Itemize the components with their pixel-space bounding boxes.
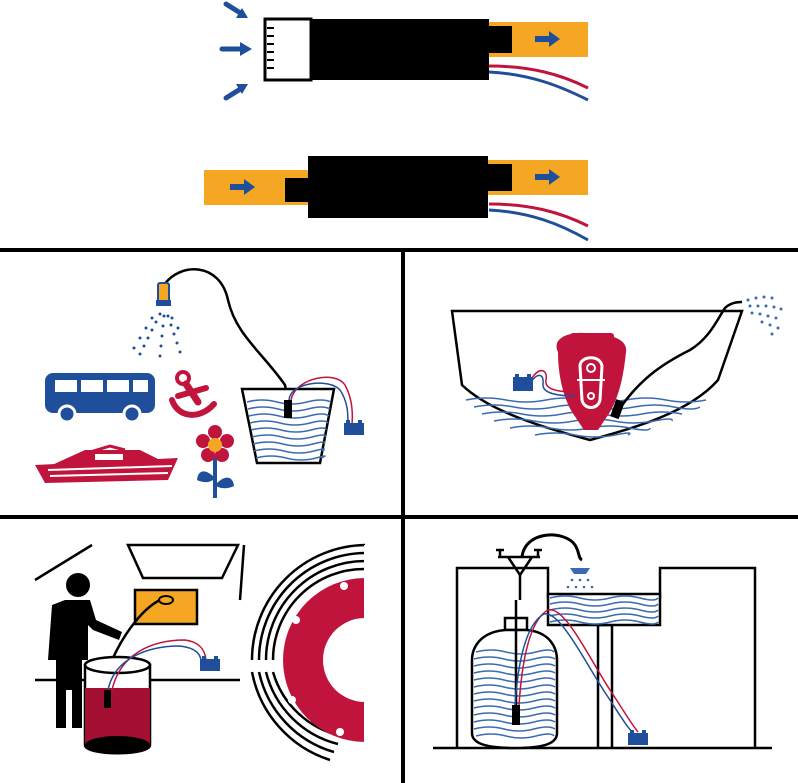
flow-arrow (230, 169, 560, 195)
panel-bilge (450, 295, 783, 442)
boat-icon (35, 444, 178, 483)
hose (618, 300, 743, 409)
spray-dots (746, 295, 783, 336)
pump-body (308, 156, 488, 218)
battery-icon (344, 420, 364, 435)
wire-blue (488, 70, 589, 102)
battery-icon (200, 656, 220, 671)
hose (520, 533, 583, 562)
flywheel (250, 543, 366, 762)
cabinet (433, 566, 772, 750)
spray-dots (132, 312, 182, 358)
faucet (496, 548, 542, 600)
pump-with-strainer (219, 1, 589, 102)
water-jug (470, 600, 559, 750)
battery-icon (513, 374, 533, 391)
hose (162, 268, 290, 401)
panel-dividers (0, 248, 798, 783)
water-bucket (240, 387, 336, 465)
flow-arrow (535, 31, 560, 47)
wire-red (488, 64, 589, 90)
flower-icon (196, 425, 234, 498)
panel-spray (35, 268, 364, 498)
sink-basin (546, 592, 662, 627)
oil-bucket (83, 655, 152, 755)
spray-outlet (566, 568, 594, 589)
wire-blue (488, 208, 589, 242)
anchor-icon (169, 370, 217, 418)
spray-nozzle-icon (156, 282, 171, 306)
battery-icon (628, 730, 648, 745)
panel-tank-transfer (433, 533, 772, 750)
outboard-engine (556, 332, 627, 430)
panel-engine-oil (34, 543, 366, 762)
inflow-arrows (219, 1, 252, 101)
wire-red (488, 202, 589, 228)
bus-icon (45, 373, 155, 424)
pump-body (311, 19, 489, 80)
person-figure (48, 573, 122, 728)
pump-with-hoses (204, 156, 589, 242)
